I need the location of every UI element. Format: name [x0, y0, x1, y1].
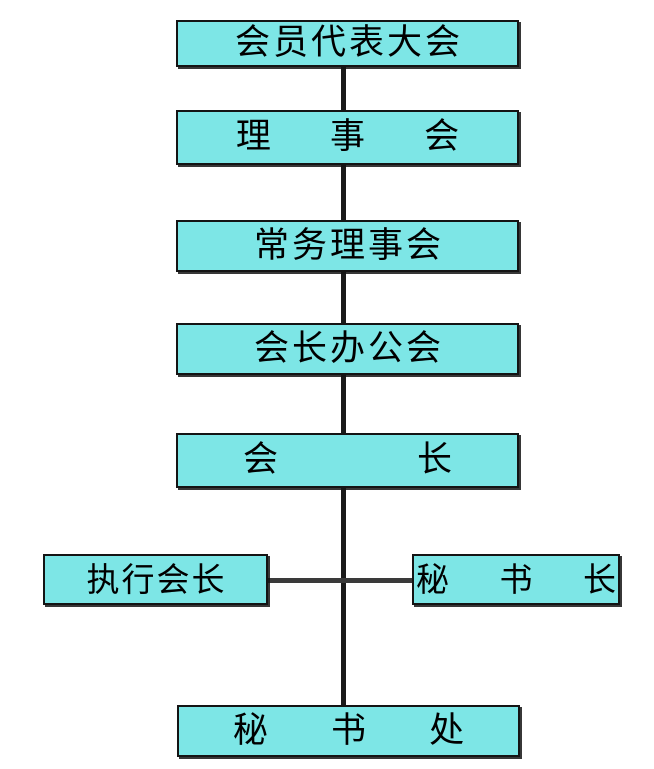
connector-president-office-to-president [341, 374, 346, 434]
org-node-label-president: 会 长 [242, 440, 504, 480]
connector-council-to-standing-council [341, 164, 346, 221]
org-node-label-standing-council: 常务理事会 [253, 225, 444, 266]
org-node-label-president-office: 会长办公会 [253, 328, 444, 369]
org-node-assembly[interactable]: 会员代表大会 [176, 20, 519, 67]
connector-standing-council-to-president-office [341, 271, 346, 324]
org-node-label-assembly: 会员代表大会 [234, 23, 463, 63]
org-node-president-office[interactable]: 会长办公会 [176, 323, 519, 375]
connector-assembly-to-council [341, 66, 346, 111]
org-node-council[interactable]: 理 事 会 [176, 110, 519, 165]
org-node-standing-council[interactable]: 常务理事会 [176, 220, 519, 272]
org-node-label-council: 理 事 会 [235, 117, 484, 157]
org-node-executive-president[interactable]: 执行会长 [43, 554, 268, 605]
org-node-label-secretary-general: 秘 书 长 [416, 560, 636, 599]
connector-executive-president-to-spine [266, 578, 346, 583]
connector-president-to-secretariat [341, 487, 346, 706]
org-node-secretary-general[interactable]: 秘 书 长 [412, 554, 620, 605]
org-node-secretariat[interactable]: 秘 书 处 [177, 705, 520, 757]
org-node-label-secretariat: 秘 书 处 [232, 710, 491, 751]
org-node-president[interactable]: 会 长 [176, 433, 519, 488]
org-node-label-executive-president: 执行会长 [86, 560, 227, 599]
connector-spine-to-secretary-general [340, 578, 414, 583]
